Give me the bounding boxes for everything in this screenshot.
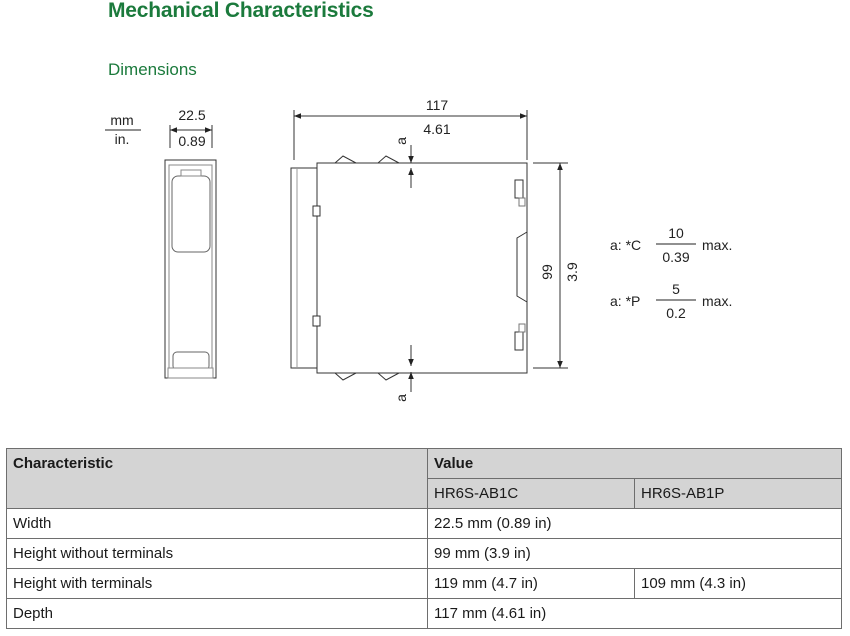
row-value: 22.5 mm (0.89 in) [426, 508, 843, 539]
row-label: Height without terminals [6, 538, 428, 569]
width-mm-label: 22.5 [178, 107, 205, 123]
a-note-c: a: *C 10 0.39 max. [610, 225, 732, 265]
row-label: Depth [6, 598, 428, 629]
note-p-suffix: max. [702, 293, 732, 309]
table-row: Width 22.5 mm (0.89 in) [6, 508, 843, 539]
depth-in-label: 4.61 [423, 121, 450, 137]
height-dimension [533, 162, 568, 369]
width-in-label: 0.89 [178, 133, 205, 149]
height-mm-label: 99 [539, 264, 555, 280]
note-c-mm: 10 [668, 225, 684, 241]
table-row: Height without terminals 99 mm (3.9 in) [6, 538, 843, 569]
note-c-suffix: max. [702, 237, 732, 253]
table-subheader-row: HR6S-AB1C HR6S-AB1P [6, 478, 843, 509]
subsection-title: Dimensions [108, 60, 197, 79]
front-view [290, 155, 528, 381]
header-variant-2: HR6S-AB1P [633, 478, 843, 509]
note-p-prefix: a: *P [610, 293, 640, 309]
row-label: Width [6, 508, 428, 539]
row-label: Height with terminals [6, 568, 428, 599]
note-c-prefix: a: *C [610, 237, 641, 253]
row-value: 117 mm (4.61 in) [426, 598, 843, 629]
unit-legend: mm in. [105, 112, 141, 147]
unit-in-label: in. [115, 131, 130, 147]
depth-dimension [293, 110, 528, 160]
dimension-drawing: mm in. 22.5 0.89 117 4.61 [105, 97, 732, 402]
row-value-variant-2: 109 mm (4.3 in) [633, 568, 843, 599]
table-row: Height with terminals 119 mm (4.7 in) 10… [6, 568, 843, 599]
header-value: Value [426, 448, 843, 479]
section-title: Mechanical Characteristics [108, 0, 374, 22]
characteristics-table: Characteristic Value HR6S-AB1C HR6S-AB1P… [6, 448, 843, 629]
header-characteristic: Characteristic [6, 448, 428, 479]
row-value-variant-1: 119 mm (4.7 in) [427, 568, 635, 599]
header-variant-1: HR6S-AB1C [427, 478, 635, 509]
note-p-in: 0.2 [666, 305, 686, 321]
a-note-p: a: *P 5 0.2 max. [610, 281, 732, 321]
table-header-row: Characteristic Value [6, 448, 843, 479]
a-dimension [402, 145, 420, 392]
a-label-bottom: a [393, 394, 409, 402]
table-row: Depth 117 mm (4.61 in) [6, 598, 843, 629]
height-in-label: 3.9 [564, 262, 580, 282]
note-c-in: 0.39 [662, 249, 689, 265]
a-label-top: a [393, 137, 409, 145]
subheader-blank [6, 478, 428, 509]
unit-mm-label: mm [110, 112, 133, 128]
row-value: 99 mm (3.9 in) [426, 538, 843, 569]
depth-mm-label: 117 [426, 97, 449, 113]
note-p-mm: 5 [672, 281, 680, 297]
side-view [164, 125, 217, 379]
